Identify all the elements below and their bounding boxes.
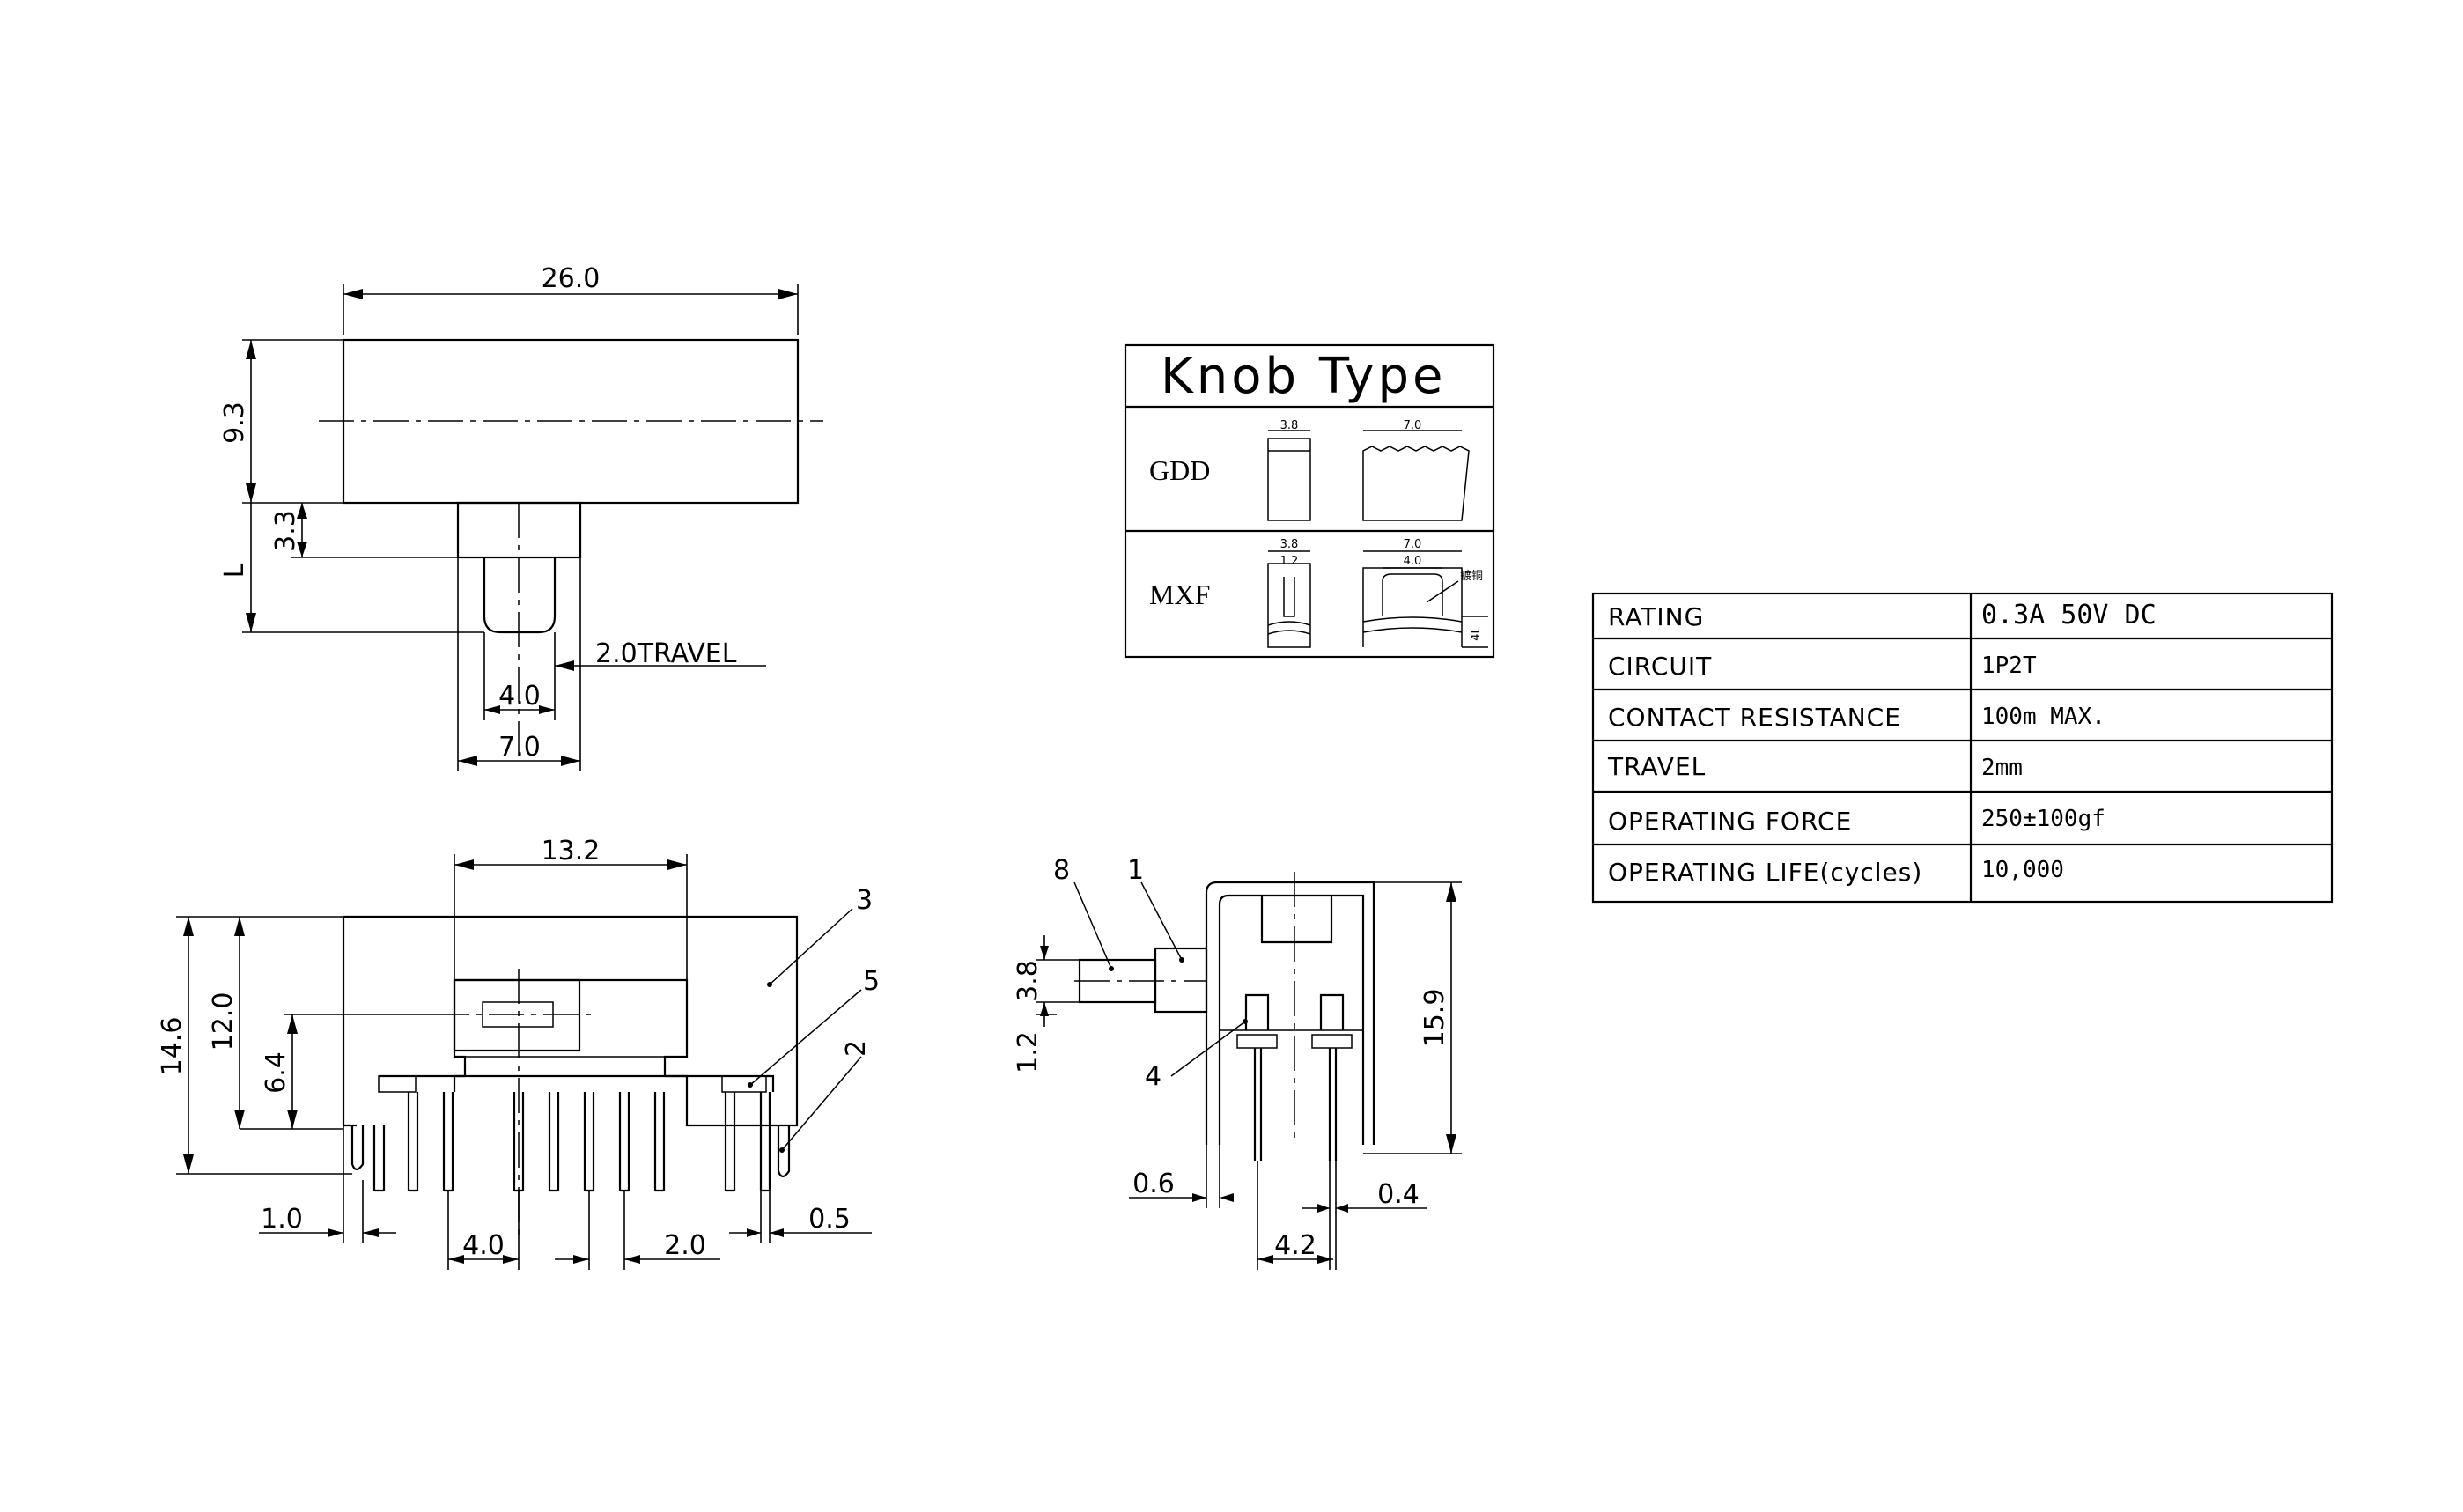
dim-side-knob-off: 1.2 <box>1013 1031 1043 1073</box>
callout-2: 2 <box>841 1040 872 1057</box>
spec-label-operating-force: OPERATING FORCE <box>1608 807 1852 836</box>
knob-mxf-dim-a2: 1.2 <box>1280 555 1299 568</box>
callout-4: 4 <box>1145 1061 1161 1092</box>
knob <box>483 557 557 634</box>
front-pins <box>350 1092 791 1192</box>
knob-type-box: Knob Type GDD MXF 3.8 7.0 3.8 1.2 7.0 4.… <box>1124 343 1495 659</box>
dim-pin-pitch-b: 2.0 <box>664 1230 706 1261</box>
callout-8: 8 <box>1053 855 1070 886</box>
spec-value-contact-resistance: 100m MAX. <box>1981 704 2105 730</box>
dim-front-knob: 6.4 <box>261 1051 291 1094</box>
spec-value-rating: 0.3A 50V DC <box>1981 600 2157 631</box>
knob-mxf-dim-b: 7.0 <box>1404 538 1422 551</box>
knob-mxf-dim-a: 3.8 <box>1280 538 1299 551</box>
spec-value-operating-force: 250±100gf <box>1981 806 2105 832</box>
spec-label-operating-life: OPERATING LIFE(cycles) <box>1608 858 1922 887</box>
knob-gdd-dim-a: 3.8 <box>1280 419 1299 432</box>
knob-mxf-dim-b2: 4.0 <box>1404 555 1422 568</box>
spec-label-contact-resistance: CONTACT RESISTANCE <box>1608 703 1901 732</box>
dim-knob-inner: 4.0 <box>498 681 541 712</box>
side-frame <box>1205 881 1375 1145</box>
dim-stem-len: L <box>219 563 250 578</box>
spec-table: RATING 0.3A 50V DC CIRCUIT 1P2T CONTACT … <box>1591 592 2334 904</box>
dim-pin-width: 0.5 <box>808 1204 851 1235</box>
spec-value-circuit: 1P2T <box>1981 653 2037 679</box>
dim-front-slot: 13.2 <box>542 836 601 867</box>
front-knob <box>453 978 581 1052</box>
dim-side-pin: 0.4 <box>1377 1179 1420 1210</box>
side-view: 3.8 1.2 15.9 0.6 0.4 4.2 8 1 <box>1013 855 1462 1270</box>
top-view: 26.0 9.3 3.3 L 2.0TRAVEL 4.0 7.0 <box>219 263 823 771</box>
dim-top-height: 9.3 <box>219 402 250 444</box>
knob-type-title: Knob Type <box>1161 348 1446 405</box>
dim-pin-pitch-a: 4.0 <box>462 1230 505 1261</box>
spec-label-rating: RATING <box>1608 602 1704 631</box>
dim-knob-outer: 7.0 <box>498 732 541 763</box>
callout-5: 5 <box>863 966 880 997</box>
spec-value-operating-life: 10,000 <box>1981 857 2064 883</box>
dim-stem-height: 3.3 <box>270 510 301 552</box>
callout-1: 1 <box>1127 855 1144 886</box>
dim-side-pitch: 4.2 <box>1274 1230 1316 1261</box>
knob-gdd-dim-b: 7.0 <box>1404 419 1422 432</box>
dim-travel: 2.0TRAVEL <box>595 638 737 669</box>
callout-3: 3 <box>856 885 873 916</box>
knob-mxf-label: MXF <box>1149 579 1210 610</box>
dim-front-body: 12.0 <box>208 992 239 1051</box>
dim-side-frame: 0.6 <box>1132 1169 1175 1199</box>
knob-gdd-label: GDD <box>1149 454 1210 486</box>
dim-pin-offset: 1.0 <box>261 1204 303 1235</box>
dim-top-width: 26.0 <box>542 263 601 294</box>
knob-mxf-height: 4L <box>1470 626 1483 640</box>
dim-side-height: 15.9 <box>1420 989 1450 1048</box>
dim-front-total: 14.6 <box>157 1017 188 1076</box>
front-view: 13.2 14.6 12.0 6.4 1.0 4.0 <box>157 836 880 1270</box>
spec-label-circuit: CIRCUIT <box>1608 652 1712 681</box>
spec-label-travel: TRAVEL <box>1607 752 1706 781</box>
front-body <box>342 915 799 1127</box>
dim-side-knob: 3.8 <box>1013 960 1043 1002</box>
knob-mxf-note: 镀铜 <box>1460 569 1483 583</box>
spec-value-travel: 2mm <box>1981 755 2023 781</box>
